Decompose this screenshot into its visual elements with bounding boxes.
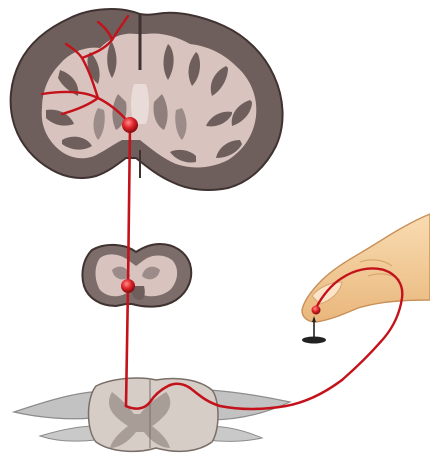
brain-coronal-section-icon xyxy=(11,9,283,190)
medullary-neuron-soma xyxy=(121,279,135,293)
cortical-neuron-soma xyxy=(122,117,138,133)
receptor-ending xyxy=(312,306,321,315)
spinal-cord-cross-section-icon xyxy=(14,378,290,451)
spinal-roots-left xyxy=(14,392,92,419)
medulla-cross-section-icon xyxy=(82,244,191,307)
spinal-roots-right xyxy=(210,390,290,420)
